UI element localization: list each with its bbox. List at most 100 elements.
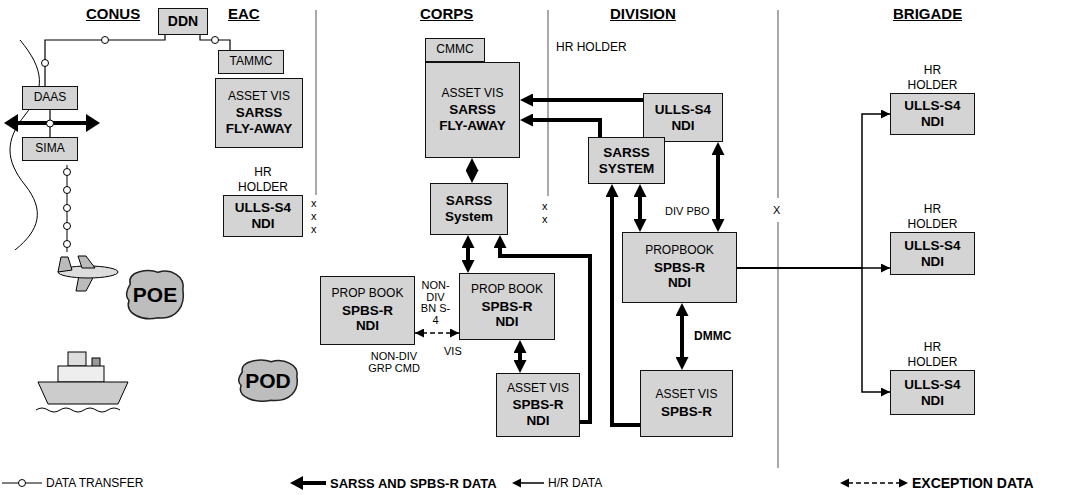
sample-head [899,479,908,488]
system-box: HR HOLDERULLS-S4 NDI [890,370,975,415]
data-flow-arrow [520,346,521,367]
legend-text: H/R DATA [548,476,602,490]
box-label: DAAS [34,91,67,105]
box-label: POE [133,283,177,307]
system-box: PROPBOOK SPBS-R NDI [622,232,737,303]
legend-sample [290,475,326,491]
box-label: SARSS FLY-AWAY [438,102,507,133]
boundary-mark: x [311,198,317,210]
legend-sample [512,475,544,491]
ship-wave [36,408,120,412]
box-label: DDN [168,13,198,29]
box-label: SPBS-R NDI [653,260,707,291]
system-box: ASSET VISSARSS FLY-AWAY [215,78,303,148]
box-label: ASSET VIS [656,388,718,402]
box-label: SARSS SYSTEM [598,145,656,176]
box-label: SIMA [35,142,64,156]
unit-label: NON-DIV BN S-4 [420,280,451,326]
system-box: ASSET VISSARSS FLY-AWAY [425,62,520,158]
connector-line [415,332,459,334]
connector-line [470,164,474,177]
blob-shape [239,360,298,401]
data-flow-arrow [737,268,890,392]
connector-line [716,148,720,226]
system-box: SARSS System [430,183,508,235]
column-header: CORPS [420,6,473,22]
box-label: CMMC [436,43,473,57]
column-header: EAC [228,6,260,22]
arrow-head [86,114,100,132]
box-label: PROP BOOK [332,287,404,301]
box-label: SARSS FLY-AWAY [225,105,294,136]
connector-line [612,190,640,425]
chain-dot [64,169,71,176]
sample-dot [19,480,26,487]
connector-line [737,114,890,268]
box-label: PROP BOOK [471,283,543,297]
airplane-icon [58,256,118,291]
system-box: DAAS [22,86,78,110]
holder-heading: HR HOLDER [906,340,959,369]
sample-head [840,479,849,488]
system-box: ASSET VISSPBS-R [640,370,733,437]
chain-dot [64,187,71,194]
chain-dot [64,241,71,248]
box-label: ULLS-S4 NDI [903,98,962,129]
ship-bridge [68,352,86,366]
boundary-mark: X [773,205,780,217]
system-box: HR HOLDERULLS-S4 NDI [890,93,975,135]
sample-line [300,481,326,485]
legend-text: DATA TRANSFER [46,476,143,490]
connector-line [737,268,890,392]
box-label: ULLS-S4 NDI [903,377,962,408]
port-blob: POD [236,358,300,404]
system-box: ASSET VISSPBS-R NDI [496,373,580,437]
holder-heading: HR HOLDER [556,40,627,54]
separator-line [548,10,549,196]
chain-dot [64,223,71,230]
legend-sample [840,475,908,491]
legend-sample [2,475,42,491]
column-separators [316,10,778,468]
boundary-mark: x [542,201,548,213]
unit-label: VIS [444,346,462,358]
arrow-head [4,114,18,132]
legend-text: EXCEPTION DATA [912,475,1034,491]
data-flow-arrow [472,164,473,177]
box-label: TAMMC [229,55,272,69]
unit-label: NON-DIV GRP CMD [366,351,422,374]
box-label: ULLS-S4 NDI [234,200,293,231]
system-box: DDN [158,8,208,35]
box-label: PROPBOOK [645,244,714,258]
system-box: HR HOLDERULLS-S4 NDI [890,232,975,275]
connector-line [526,98,643,102]
data-transfer-link [42,35,166,86]
chain-dot [64,205,71,212]
system-box: SARSS SYSTEM [588,137,665,184]
separator-line [778,222,779,468]
ship-deck [58,366,104,382]
connector-line [200,35,230,50]
data-transfer-chain [64,165,71,252]
legend-text: SARSS AND SPBS-R DATA [330,476,497,491]
data-transfer-link [200,35,230,50]
system-box: TAMMC [218,50,284,74]
box-label: SPBS-R NDI [480,299,534,330]
ship-hull [38,382,128,404]
box-label: ULLS-S4 NDI [903,238,962,269]
connector-line [45,35,165,86]
data-flow-arrow [526,100,643,101]
data-flow-arrow [737,114,890,268]
double-arrow-symbol [4,114,100,132]
data-flow-arrow [612,190,640,425]
connector-line [526,120,600,137]
transfer-dot [47,120,54,127]
box-label: SARSS System [444,193,495,224]
legend-entry: EXCEPTION DATA [840,474,1034,492]
plane-wing [78,256,95,268]
system-box: HR HOLDERULLS-S4 NDI [643,93,723,142]
box-label: SPBS-R NDI [341,303,395,334]
sample-head [512,479,521,488]
connector-line [518,346,522,367]
